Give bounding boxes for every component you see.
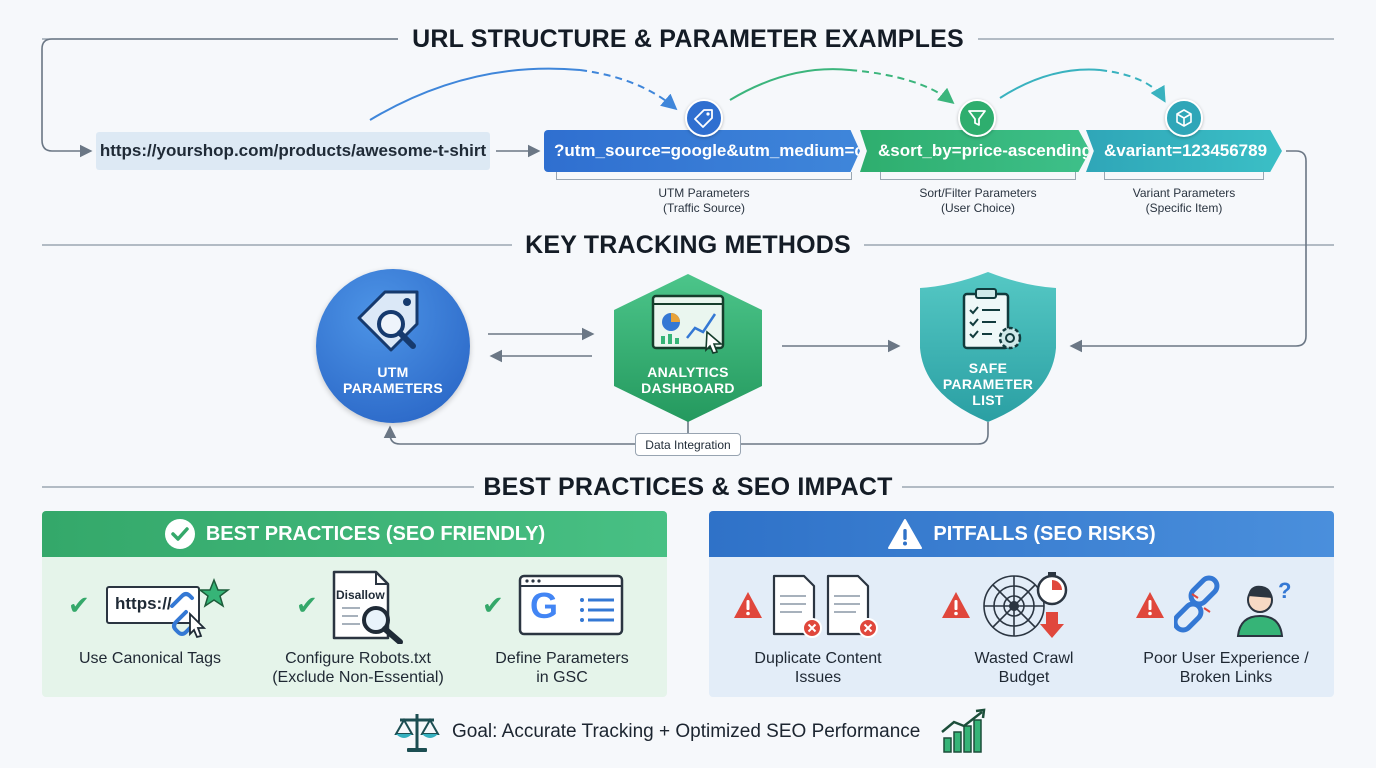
robots-icon-text: Disallow (336, 588, 385, 602)
sort-segment-text: &sort_by=price-ascending (878, 141, 1092, 160)
tracking-methods-title: KEY TRACKING METHODS (525, 231, 851, 259)
google-search-console-icon (518, 574, 624, 636)
safe-node-line2: PARAMETER (942, 376, 1034, 392)
tag-icon (685, 99, 723, 137)
sort-label-line1: Sort/Filter Parameters (919, 186, 1037, 200)
canonical-label: Use Canonical Tags (40, 649, 260, 668)
sort-label: Sort/Filter Parameters (User Choice) (878, 186, 1078, 216)
robots-label: Configure Robots.txt (Exclude Non-Essent… (248, 649, 468, 687)
best-practices-header: BEST PRACTICES (SEO FRIENDLY) (42, 511, 667, 557)
pitfalls-header: PITFALLS (SEO RISKS) (709, 511, 1334, 557)
variant-bracket (1104, 172, 1264, 180)
growth-chart-icon (941, 708, 986, 753)
robots-label-line2: (Exclude Non-Essential) (272, 669, 444, 686)
base-url: https://yourshop.com/products/awesome-t-… (96, 132, 490, 170)
canonical-link-icon: https:// (106, 586, 200, 624)
utm-label: UTM Parameters (Traffic Source) (604, 186, 804, 216)
broken-link-icon: ? (1174, 575, 1291, 637)
utm-segment: ?utm_source=google&utm_medium=cpc (544, 130, 860, 172)
utm-node-line2: PARAMETERS (343, 380, 443, 396)
variant-label: Variant Parameters (Specific Item) (1084, 186, 1284, 216)
warning-triangle-icon (734, 592, 762, 618)
gsc-label-line1: Define Parameters (495, 650, 629, 667)
utm-label-line1: UTM Parameters (658, 186, 750, 200)
duplicate-docs-icon (772, 574, 878, 638)
safe-node-label: SAFE PARAMETER LIST (916, 360, 1060, 408)
variant-segment-text: &variant=123456789 (1104, 141, 1268, 160)
robots-label-line1: Configure Robots.txt (285, 650, 431, 667)
spider-web-icon (983, 572, 1068, 638)
pitfalls-header-text: PITFALLS (SEO RISKS) (933, 522, 1156, 545)
warning-triangle-icon (1136, 592, 1164, 618)
tag-search-icon (357, 290, 419, 352)
broken-links-label-line1: Poor User Experience / (1143, 650, 1309, 667)
duplicate-label-line2: Issues (794, 669, 842, 686)
crawl-budget-label-line1: Wasted Crawl (974, 650, 1074, 667)
data-integration-label: Data Integration (635, 433, 741, 456)
link-star-icon (170, 577, 231, 639)
utm-label-line2: (Traffic Source) (662, 201, 746, 215)
variant-label-line2: (Specific Item) (1145, 201, 1223, 215)
analytics-node-line2: DASHBOARD (641, 380, 735, 396)
warning-triangle-icon (942, 592, 970, 618)
broken-links-label-line2: Broken Links (1179, 669, 1273, 686)
goal-statement: Goal: Accurate Tracking + Optimized SEO … (452, 721, 921, 742)
variant-label-line1: Variant Parameters (1132, 186, 1236, 200)
sort-label-line2: (User Choice) (940, 201, 1015, 215)
sort-bracket (880, 172, 1076, 180)
warning-icon (888, 519, 923, 549)
check-circle-icon (164, 519, 195, 549)
utm-bracket (556, 172, 852, 180)
gsc-label: Define Parameters in GSC (452, 649, 672, 687)
sort-segment: &sort_by=price-ascending (860, 130, 1090, 172)
filter-icon (958, 99, 996, 137)
box-icon (1165, 99, 1203, 137)
safe-node-line1: SAFE (968, 360, 1008, 376)
duplicate-label-line1: Duplicate Content (754, 650, 882, 667)
dashboard-icon (651, 294, 725, 354)
url-structure-title: URL STRUCTURE & PARAMETER EXAMPLES (412, 25, 964, 53)
analytics-node-label: ANALYTICS DASHBOARD (608, 364, 768, 396)
analytics-node-line1: ANALYTICS (647, 364, 729, 380)
utm-node-label: UTM PARAMETERS (316, 364, 470, 396)
gsc-label-line2: in GSC (536, 669, 588, 686)
robots-file-icon (332, 570, 403, 644)
best-practices-title: BEST PRACTICES & SEO IMPACT (483, 473, 893, 501)
utm-segment-text: ?utm_source=google&utm_medium=cpc (554, 141, 884, 160)
canonical-icon-text: https:// (115, 594, 172, 613)
google-icon-text: G (530, 585, 559, 626)
broken-links-label: Poor User Experience / Broken Links (1116, 649, 1336, 687)
safe-node-line3: LIST (972, 392, 1004, 408)
duplicate-label: Duplicate Content Issues (708, 649, 928, 687)
check-icon: ✔ (482, 590, 504, 620)
svg-text:?: ? (1278, 578, 1291, 603)
balance-scale-icon (394, 714, 440, 752)
variant-segment: &variant=123456789 (1086, 130, 1282, 172)
canonical-label-line1: Use Canonical Tags (78, 650, 221, 667)
best-practices-header-text: BEST PRACTICES (SEO FRIENDLY) (205, 522, 546, 545)
crawl-budget-label: Wasted Crawl Budget (914, 649, 1134, 687)
clipboard-gear-icon (962, 288, 1022, 350)
crawl-budget-label-line2: Budget (998, 669, 1050, 686)
check-icon: ✔ (296, 590, 318, 620)
utm-node-line1: UTM (377, 364, 409, 380)
check-icon: ✔ (68, 590, 90, 620)
